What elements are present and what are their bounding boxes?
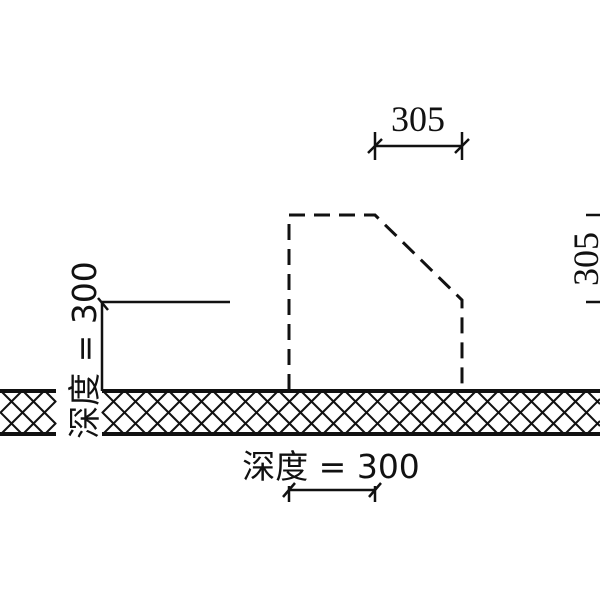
hatch-line <box>432 390 477 435</box>
right-dimension <box>586 213 600 304</box>
hatch-line <box>278 390 323 435</box>
hatch-line <box>22 400 57 435</box>
right-height-label: 305 <box>566 232 600 286</box>
hatch-line <box>146 390 191 435</box>
hatch-line <box>124 390 169 435</box>
dashed-object-outline <box>287 213 464 390</box>
hatch-line <box>586 420 600 435</box>
hatch-line <box>168 390 213 435</box>
hatch-line <box>344 390 389 435</box>
top-dimension <box>367 132 470 160</box>
top-width-label: 305 <box>391 99 445 139</box>
hatch-line <box>564 398 600 435</box>
hatch-line <box>564 390 600 427</box>
hatch-line <box>542 390 587 435</box>
bottom-dimension <box>282 482 382 502</box>
hatch-line <box>520 390 565 435</box>
hatch-line <box>322 390 367 435</box>
left-depth-leader <box>97 297 230 391</box>
hatch-line <box>234 390 279 435</box>
hatch-line <box>212 390 257 435</box>
hatch-line <box>102 390 147 435</box>
hatch-line <box>22 390 57 425</box>
hatch-line <box>0 390 45 435</box>
wall-outline <box>0 389 600 436</box>
left-depth-label: 深度 = 300 <box>65 261 104 439</box>
hatch-line <box>454 390 499 435</box>
hatch-line <box>410 390 455 435</box>
hatch-line <box>256 390 301 435</box>
bottom-depth-label: 深度 = 300 <box>242 447 420 486</box>
hatch-line <box>388 390 433 435</box>
wall-hatch <box>0 390 600 435</box>
hatch-line <box>586 390 600 405</box>
hatch-line <box>300 390 345 435</box>
hatch-line <box>190 390 235 435</box>
hatch-line <box>476 390 521 435</box>
hatch-line <box>366 390 411 435</box>
hatch-line <box>498 390 543 435</box>
